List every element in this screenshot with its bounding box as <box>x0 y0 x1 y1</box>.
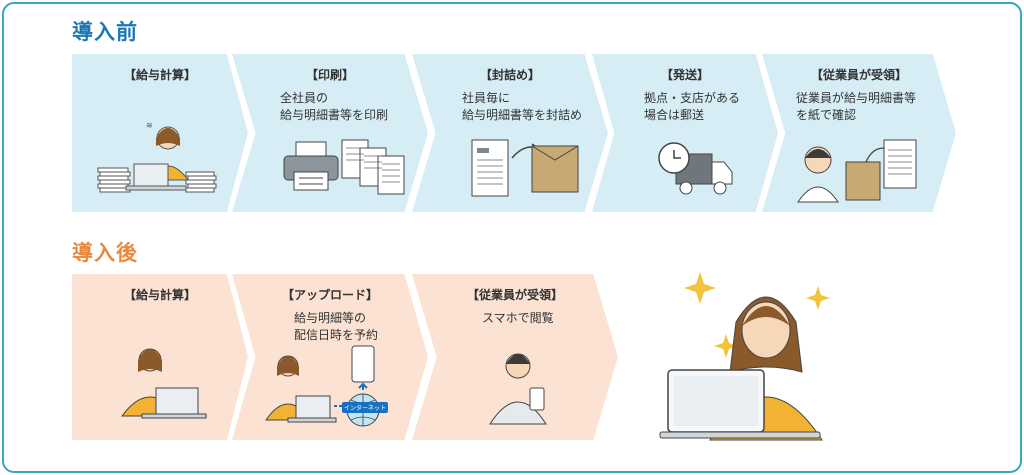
step-label: 【印刷】 <box>232 66 428 83</box>
printer-icon <box>282 140 340 192</box>
woman-laptop-icon <box>112 344 212 424</box>
woman-laptop-large-icon <box>660 282 860 442</box>
truck-icon <box>656 140 736 200</box>
payslip-stack-icon <box>340 138 412 202</box>
person-with-papers-icon: ≋ <box>96 120 226 200</box>
step-description: 従業員が給与明細書等 を紙で確認 <box>796 90 916 124</box>
uploader-icon <box>262 344 412 428</box>
step-label: 【従業員が受領】 <box>762 66 956 83</box>
man-smartphone-icon <box>488 348 558 426</box>
internet-badge: インターネット <box>342 402 388 413</box>
step-description: スマホで閲覧 <box>482 310 554 327</box>
document-icon <box>470 138 510 198</box>
step-label: 【従業員が受領】 <box>412 286 618 303</box>
step-label: 【給与計算】 <box>72 66 248 83</box>
svg-text:≋: ≋ <box>146 121 153 130</box>
step-label: 【発送】 <box>592 66 778 83</box>
step-description: 給与明細等の 配信日時を予約 <box>294 310 378 344</box>
step-label: 【アップロード】 <box>232 286 428 303</box>
step-label: 【給与計算】 <box>72 286 248 303</box>
step-description: 拠点・支店がある 場合は郵送 <box>644 90 740 124</box>
step-description: 全社員の 給与明細書等を印刷 <box>280 90 388 124</box>
step-label: 【封詰め】 <box>412 66 608 83</box>
after-title: 導入後 <box>72 237 138 267</box>
envelope-icon <box>530 144 580 194</box>
before-title: 導入前 <box>72 16 138 46</box>
employee-icon <box>796 138 926 204</box>
step-description: 社員毎に 給与明細書等を封詰め <box>462 90 582 124</box>
